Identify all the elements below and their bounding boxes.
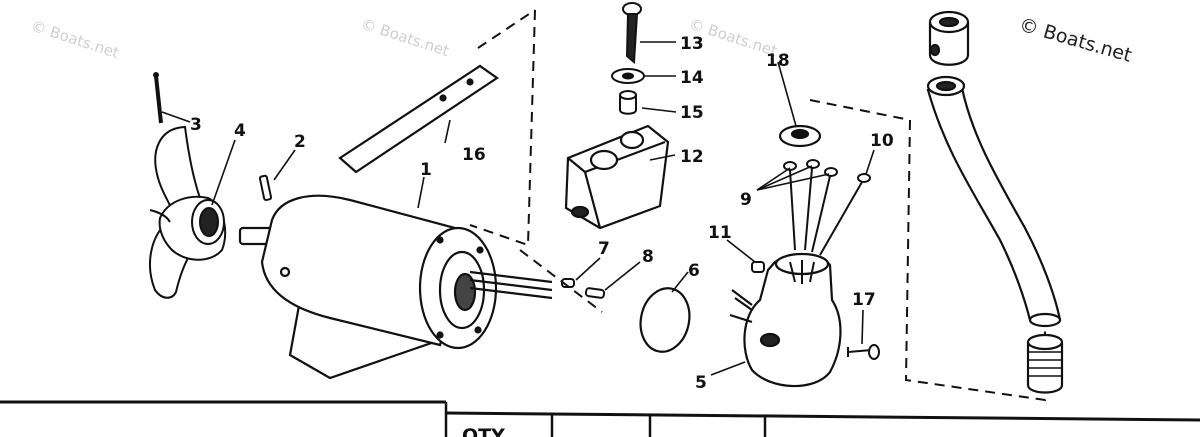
part-16-plate [338,64,499,174]
part-4-propeller [149,125,227,299]
faint-watermarks: © Boats.net © Boats.net © Boats.net [29,15,780,62]
part-10-wire-lead [819,173,871,256]
part-1-motor [238,194,553,380]
part-17-screw [847,344,880,360]
callout-leaders [161,41,875,376]
part-14-washer [611,68,645,84]
watermark-main: © Boats.net [1017,14,1134,67]
dashed-leaders [469,9,1046,402]
part-8-sleeve [584,287,606,299]
callout-2: 2 [294,132,306,152]
callout-9: 9 [740,190,752,210]
callout-8: 8 [642,247,654,267]
callout-13: 13 [680,34,704,54]
callout-7: 7 [598,239,610,259]
watermark-faint-2: © Boats.net [359,15,452,60]
part-11-plug [751,261,765,273]
callout-6: 6 [688,261,700,281]
callout-11: 11 [708,223,732,243]
part-12-block [564,124,670,230]
part-3-pin [153,72,163,124]
callout-12: 12 [680,147,704,167]
part-6-o-ring [639,287,691,353]
callout-1: 1 [420,160,432,180]
callout-4: 4 [234,121,246,141]
callout-16: 16 [462,145,486,165]
watermark-faint-1: © Boats.net [29,17,122,62]
part-5-housing [729,252,842,388]
callout-10: 10 [870,131,894,151]
part-18-grommet [778,124,822,148]
callout-14: 14 [680,68,704,88]
part-2-shear-pin [258,174,273,201]
tube-assembly [926,10,1064,394]
callout-5: 5 [695,373,707,393]
callout-labels: 3 4 2 1 16 13 14 15 12 7 8 6 11 9 10 18 … [190,34,894,393]
parts-table-header [0,400,1200,437]
qty-column-header: QTY [462,425,505,437]
callout-15: 15 [680,103,704,123]
callout-18: 18 [766,51,790,71]
part-15-spacer [619,90,637,115]
callout-17: 17 [852,290,876,310]
callout-3: 3 [190,115,202,135]
part-13-screw [622,2,642,65]
